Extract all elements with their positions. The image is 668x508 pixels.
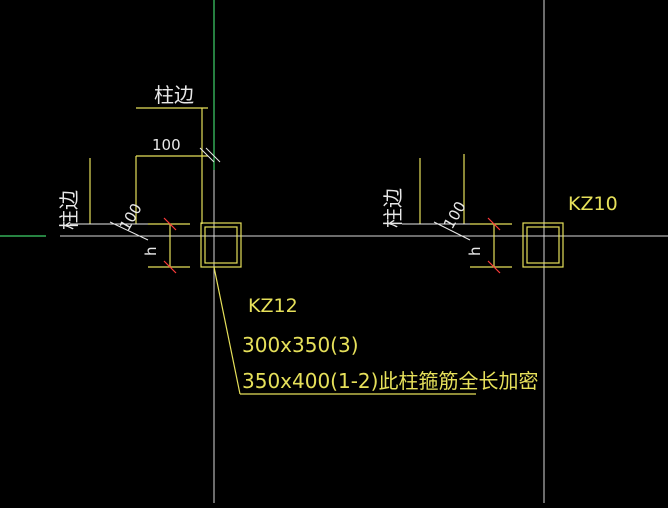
label-column-edge-right: 柱边	[381, 188, 405, 228]
column-left-detail	[89, 107, 476, 395]
label-h-left: h	[142, 246, 160, 256]
label-kz12-section-1: 300x350(3)	[242, 333, 359, 357]
label-dim-100-left: 100	[116, 200, 146, 234]
label-kz12: KZ12	[248, 295, 298, 317]
label-kz12-section-2: 350x400(1-2)此柱箍筋全长加密	[242, 369, 538, 393]
column-kz10-inner	[526, 226, 560, 264]
dim-ticks-left	[163, 217, 177, 274]
column-kz10-outer	[522, 222, 564, 268]
label-dim-100-top: 100	[152, 136, 181, 154]
column-right-detail	[419, 154, 564, 268]
label-column-edge-top: 柱边	[154, 83, 194, 107]
dim-ticks-right	[487, 217, 501, 274]
label-kz10: KZ10	[568, 193, 618, 215]
dim-white-left	[70, 147, 221, 241]
column-kz12-inner	[204, 226, 238, 264]
column-kz12-outer	[200, 222, 242, 268]
label-column-edge-left: 柱边	[57, 190, 81, 230]
label-h-right: h	[466, 246, 484, 256]
kz12-leader-line	[213, 266, 241, 395]
dim-white-right	[402, 221, 471, 241]
